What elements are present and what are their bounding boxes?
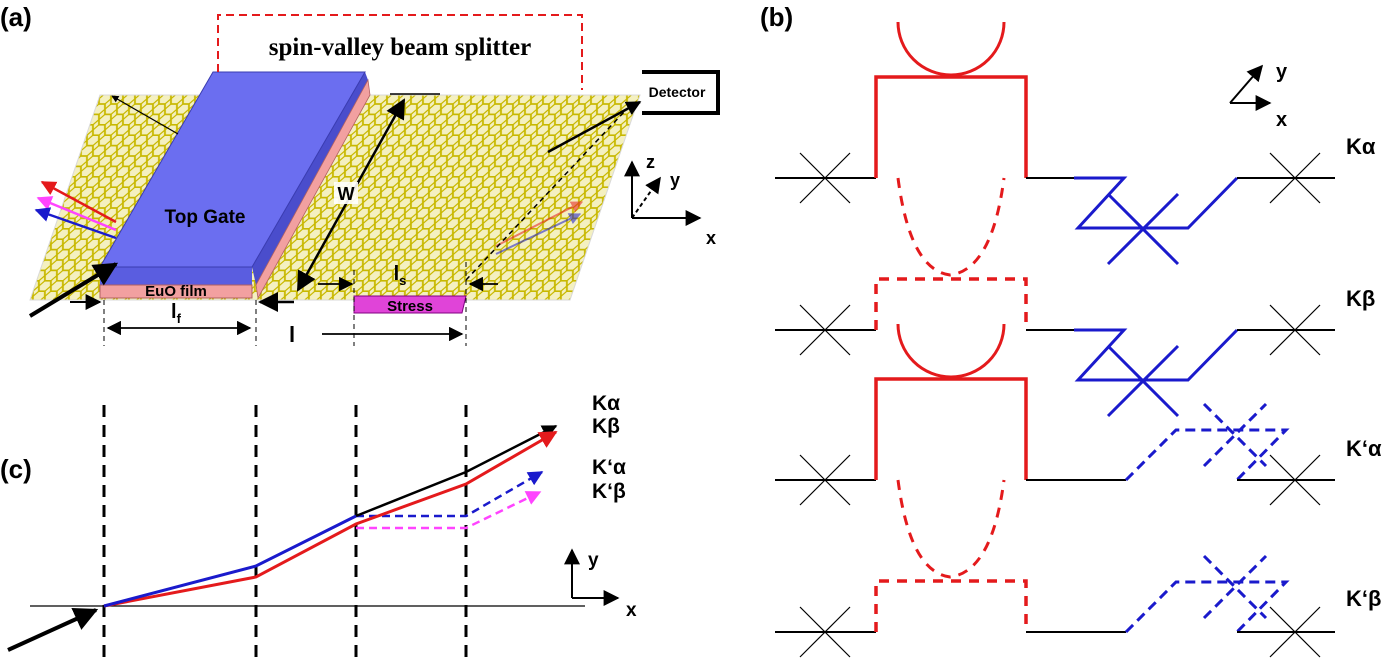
- b-row-label-3: K‘α: [1346, 436, 1382, 461]
- c-incident-arrow: [7, 608, 99, 652]
- axis-z-label: z: [646, 152, 655, 172]
- axis-y: [631, 176, 661, 219]
- c-legend-1: Kα: [592, 392, 620, 415]
- detector-box: [642, 70, 720, 115]
- normal-arrow: [111, 95, 179, 135]
- panel-c-label: (c): [0, 454, 32, 484]
- w-label: W: [338, 184, 355, 204]
- euo-film-front: [99, 284, 253, 299]
- c-path-red: [103, 430, 558, 608]
- c-path-blue: [103, 514, 357, 608]
- axis-y-label: y: [670, 170, 680, 190]
- stress-label: Stress: [387, 298, 433, 315]
- b-axis-y-label: y: [1276, 61, 1288, 83]
- panel-b: (b) y x Kα Kβ K‘α K‘β: [760, 2, 1382, 658]
- out-arrow-red: [40, 180, 117, 224]
- panel-b-label: (b): [760, 2, 793, 32]
- panel-a: (a) Top Gate EuO film spin-valley beam s…: [0, 2, 720, 347]
- out-arrow-magenta: [36, 196, 117, 232]
- b-axis-x-label: x: [1276, 109, 1287, 131]
- c-path-black: [355, 424, 558, 518]
- right-arrow-red: [495, 201, 584, 247]
- c-axis-y-label: y: [588, 550, 599, 571]
- incident-arrow: [28, 262, 119, 318]
- right-arrow-blue: [495, 213, 582, 255]
- dim-gap-label: l: [289, 322, 295, 347]
- axis-x-label: x: [706, 228, 716, 248]
- b-row-3: [775, 323, 1335, 579]
- c-path-blue-dashed: [356, 470, 544, 518]
- euo-film-label: EuO film: [145, 283, 207, 300]
- b-row-1: [775, 21, 1335, 277]
- top-gate-side: [100, 267, 252, 285]
- detector-label: Detector: [649, 84, 706, 100]
- splitter-label: spin-valley beam splitter: [269, 34, 532, 61]
- panel-a-label: (a): [0, 2, 32, 32]
- splitter-box: [217, 14, 583, 90]
- top-gate-label: Top Gate: [165, 207, 246, 228]
- detector-dashed-line: [465, 111, 625, 281]
- c-path-magenta: [356, 490, 542, 530]
- c-axis-x-label: x: [626, 600, 637, 621]
- b-axis-y: [1229, 64, 1264, 104]
- dim-lf-label: lf: [171, 301, 182, 326]
- c-legend-2: Kβ: [592, 415, 620, 438]
- c-legend-3: K‘α: [592, 456, 626, 479]
- b-row-4: [775, 554, 1335, 658]
- b-row-label-1: Kα: [1346, 134, 1376, 159]
- out-arrow-blue: [34, 207, 117, 240]
- detector-arrow: [547, 100, 642, 154]
- b-row-2: [775, 277, 1335, 418]
- b-row-label-2: Kβ: [1346, 286, 1375, 311]
- c-legend-4: K‘β: [592, 480, 626, 503]
- b-row-label-4: K‘β: [1346, 586, 1381, 611]
- dim-ls-label: ls: [394, 263, 407, 288]
- w-label-bg: [334, 182, 358, 204]
- panel-c: (c) Kα Kβ K‘α K‘β y x: [0, 392, 637, 660]
